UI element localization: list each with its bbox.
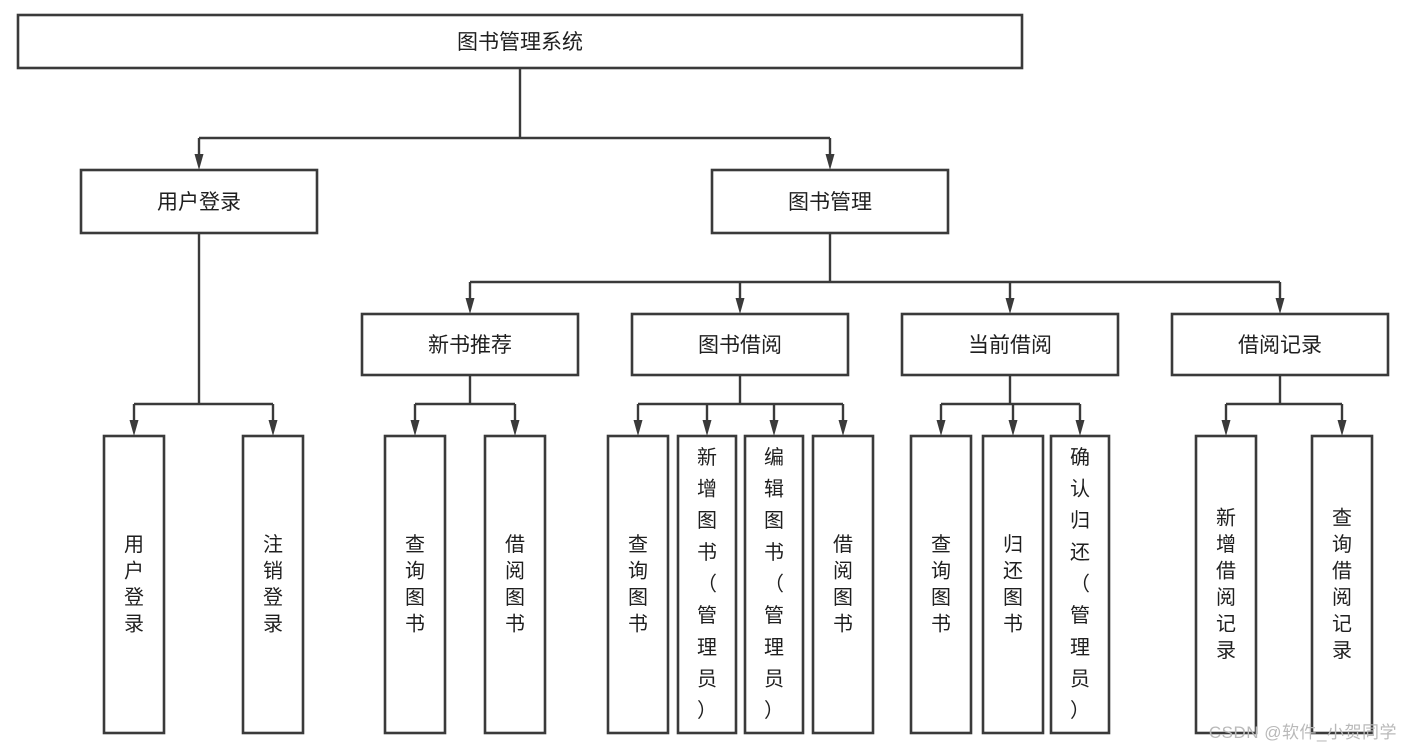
node-leaf-user-login[interactable]: 用户登录	[102, 434, 166, 735]
node-box[interactable]	[606, 434, 670, 735]
node-box[interactable]	[1170, 312, 1390, 377]
node-box[interactable]	[79, 168, 319, 235]
node-box[interactable]	[981, 434, 1045, 735]
node-new-book-rec[interactable]: 新书推荐	[360, 312, 580, 377]
node-box[interactable]	[383, 434, 447, 735]
arrow-head-icon	[1275, 298, 1285, 314]
node-label: 新增图书（管理员）	[697, 446, 717, 722]
arrow-head-icon	[825, 154, 835, 170]
node-leaf-confirm-return[interactable]: 确认归还（管理员）	[1049, 434, 1111, 735]
node-box[interactable]	[676, 434, 738, 735]
node-label: 借阅记录	[1238, 334, 1322, 357]
node-leaf-query-book-3[interactable]: 查询图书	[909, 434, 973, 735]
arrow-head-icon	[1075, 420, 1085, 436]
node-box[interactable]	[1049, 434, 1111, 735]
node-label: 借阅图书	[833, 533, 853, 636]
node-label: 图书借阅	[698, 334, 782, 357]
arrow-head-icon	[268, 420, 278, 436]
arrow-head-icon	[465, 298, 475, 314]
node-box[interactable]	[360, 312, 580, 377]
node-box[interactable]	[710, 168, 950, 235]
node-label: 查询图书	[628, 533, 648, 636]
node-user-login[interactable]: 用户登录	[79, 168, 319, 235]
arrow-head-icon	[633, 420, 643, 436]
node-leaf-return-book[interactable]: 归还图书	[981, 434, 1045, 735]
node-box[interactable]	[1194, 434, 1258, 735]
arrow-head-icon	[1005, 298, 1015, 314]
node-current-borrow[interactable]: 当前借阅	[900, 312, 1120, 377]
arrow-head-icon	[1221, 420, 1231, 436]
node-box[interactable]	[102, 434, 166, 735]
node-label: 图书管理	[788, 191, 872, 214]
node-label: 用户登录	[124, 534, 144, 636]
node-leaf-logout[interactable]: 注销登录	[241, 434, 305, 735]
node-borrow-record[interactable]: 借阅记录	[1170, 312, 1390, 377]
node-box[interactable]	[743, 434, 805, 735]
node-label: 归还图书	[1003, 533, 1023, 636]
node-book-manage[interactable]: 图书管理	[710, 168, 950, 235]
node-leaf-query-book-1[interactable]: 查询图书	[383, 434, 447, 735]
node-leaf-borrow-book-1[interactable]: 借阅图书	[483, 434, 547, 735]
connectors-layer	[129, 68, 1347, 436]
node-label: 新增借阅记录	[1216, 506, 1236, 662]
node-box[interactable]	[900, 312, 1120, 377]
node-label: 查询借阅记录	[1332, 506, 1352, 662]
arrow-head-icon	[510, 420, 520, 436]
arrow-head-icon	[1337, 420, 1347, 436]
arrow-head-icon	[129, 420, 139, 436]
arrow-head-icon	[702, 420, 712, 436]
node-box[interactable]	[811, 434, 875, 735]
node-box[interactable]	[16, 13, 1024, 70]
arrow-head-icon	[1008, 420, 1018, 436]
node-label: 借阅图书	[505, 533, 525, 636]
node-root[interactable]: 图书管理系统	[16, 13, 1024, 70]
node-label: 查询图书	[405, 533, 425, 636]
node-label: 查询图书	[931, 533, 951, 636]
node-label: 当前借阅	[968, 334, 1052, 357]
node-box[interactable]	[909, 434, 973, 735]
node-leaf-add-book[interactable]: 新增图书（管理员）	[676, 434, 738, 735]
node-label: 新书推荐	[428, 334, 512, 357]
arrow-head-icon	[735, 298, 745, 314]
node-leaf-query-record[interactable]: 查询借阅记录	[1310, 434, 1374, 735]
node-label: 注销登录	[263, 533, 283, 636]
arrow-head-icon	[838, 420, 848, 436]
node-label: 图书管理系统	[457, 31, 583, 54]
node-leaf-edit-book[interactable]: 编辑图书（管理员）	[743, 434, 805, 735]
node-label: 编辑图书（管理员）	[764, 446, 784, 722]
node-label: 用户登录	[157, 191, 241, 214]
node-box[interactable]	[630, 312, 850, 377]
node-box[interactable]	[1310, 434, 1374, 735]
node-book-borrow[interactable]: 图书借阅	[630, 312, 850, 377]
node-leaf-add-record[interactable]: 新增借阅记录	[1194, 434, 1258, 735]
arrow-head-icon	[936, 420, 946, 436]
node-box[interactable]	[483, 434, 547, 735]
node-leaf-query-book-2[interactable]: 查询图书	[606, 434, 670, 735]
nodes-layer: 图书管理系统用户登录图书管理新书推荐图书借阅当前借阅借阅记录用户登录注销登录查询…	[16, 13, 1390, 735]
arrow-head-icon	[769, 420, 779, 436]
node-leaf-borrow-book-2[interactable]: 借阅图书	[811, 434, 875, 735]
arrow-head-icon	[410, 420, 420, 436]
arrow-head-icon	[194, 154, 204, 170]
node-label: 确认归还（管理员）	[1070, 446, 1090, 722]
node-box[interactable]	[241, 434, 305, 735]
